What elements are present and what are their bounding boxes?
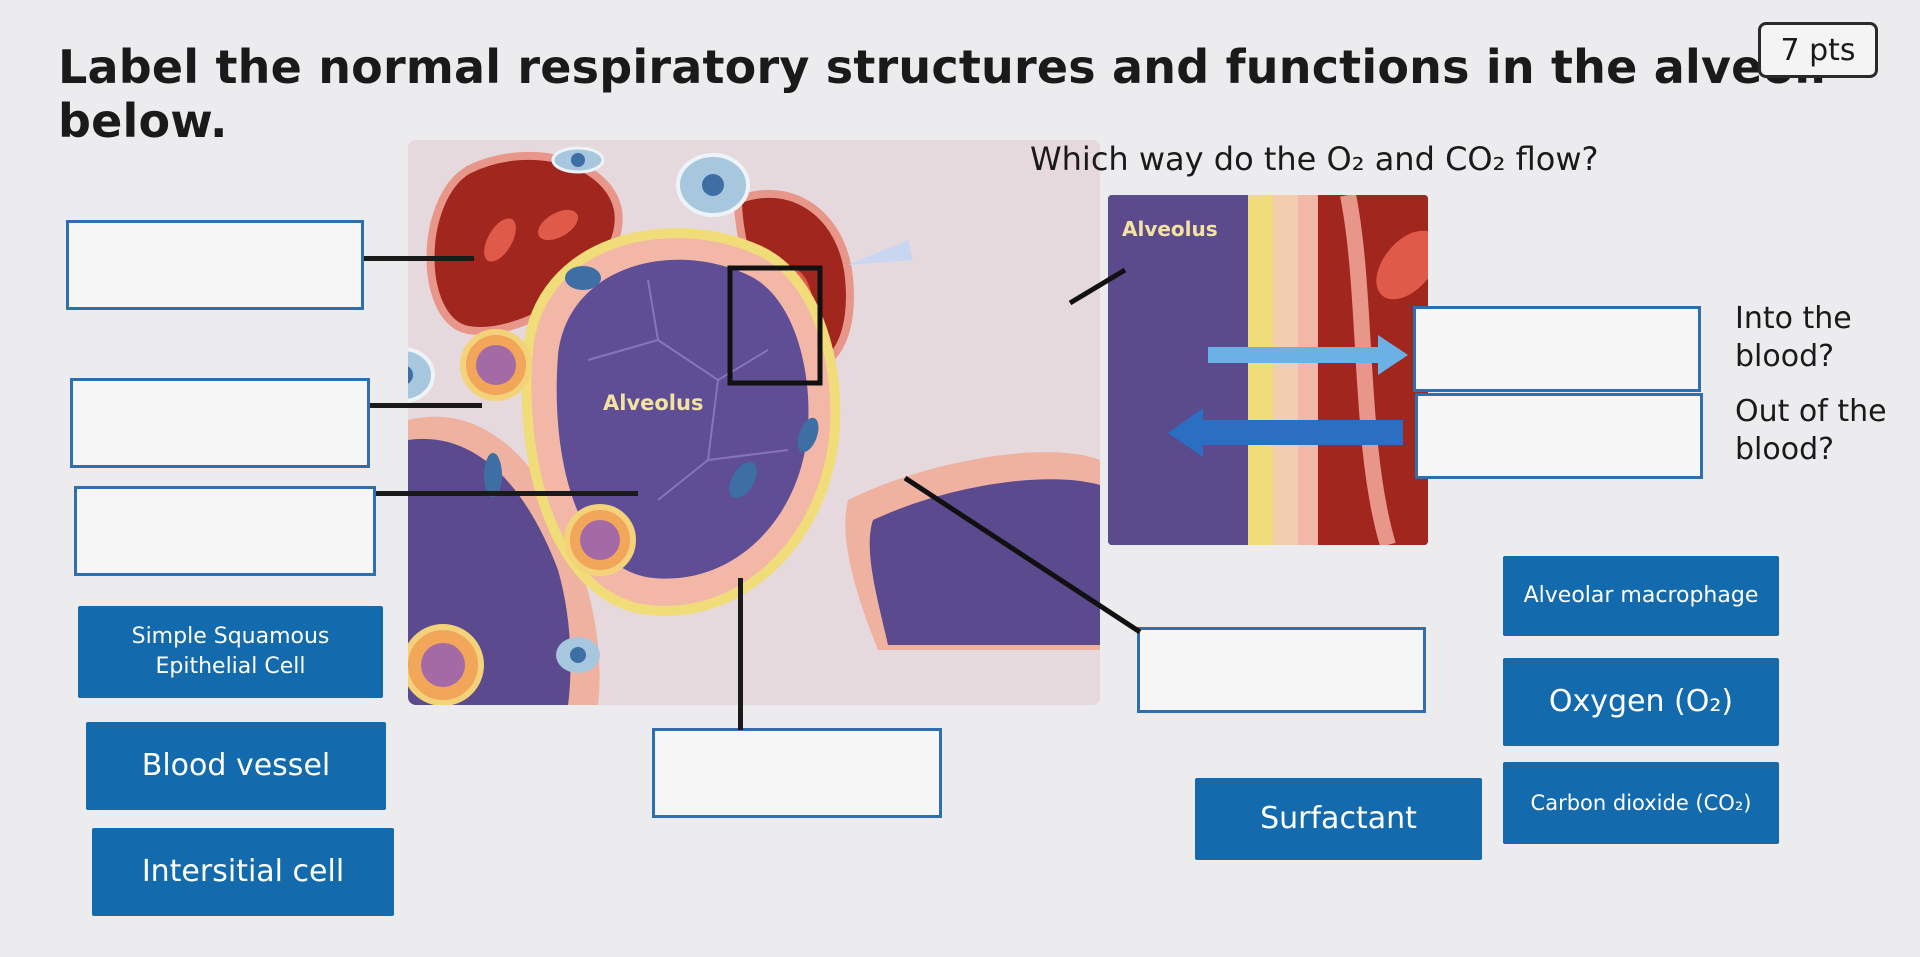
leader-line: [738, 578, 743, 730]
inset-diagram: Alveolus: [1108, 195, 1428, 545]
chip-simple-squamous[interactable]: Simple Squamous Epithelial Cell: [78, 606, 383, 698]
chip-intersitial-cell[interactable]: Intersitial cell: [92, 828, 394, 916]
chip-carbon-dioxide[interactable]: Carbon dioxide (CO₂): [1503, 762, 1779, 844]
chip-oxygen[interactable]: Oxygen (O₂): [1503, 658, 1779, 746]
dropzone-4[interactable]: [1137, 627, 1426, 713]
dropzone-1[interactable]: [66, 220, 364, 310]
inset-illustration: [1108, 195, 1428, 545]
leader-line: [364, 256, 474, 261]
chip-blood-vessel[interactable]: Blood vessel: [86, 722, 386, 810]
leader-line: [376, 491, 638, 496]
alveoli-diagram: Alveolus: [408, 140, 1100, 705]
svg-text:Alveolus: Alveolus: [603, 391, 703, 415]
leader-line-zoom: [1068, 267, 1127, 306]
dropzone-2[interactable]: [70, 378, 370, 468]
dropzone-into-blood[interactable]: [1413, 306, 1701, 392]
dropzone-3[interactable]: [74, 486, 376, 576]
leader-line: [370, 403, 482, 408]
into-blood-prompt: Into the blood?: [1735, 301, 1852, 374]
out-of-blood-prompt: Out of the blood?: [1735, 394, 1887, 467]
inset-question: Which way do the O₂ and CO₂ flow?: [1030, 140, 1599, 178]
leader-line-diagonal: [903, 475, 1142, 635]
dropzone-5[interactable]: [652, 728, 942, 818]
dropzone-out-of-blood[interactable]: [1415, 393, 1703, 479]
question-title: Label the normal respiratory structures …: [58, 40, 1827, 148]
chip-surfactant[interactable]: Surfactant: [1195, 778, 1482, 860]
inset-alveolus-label: Alveolus: [1122, 217, 1218, 241]
alveoli-illustration: Alveolus: [408, 140, 1100, 705]
chip-alveolar-macrophage[interactable]: Alveolar macrophage: [1503, 556, 1779, 636]
points-badge: 7 pts: [1758, 22, 1878, 78]
